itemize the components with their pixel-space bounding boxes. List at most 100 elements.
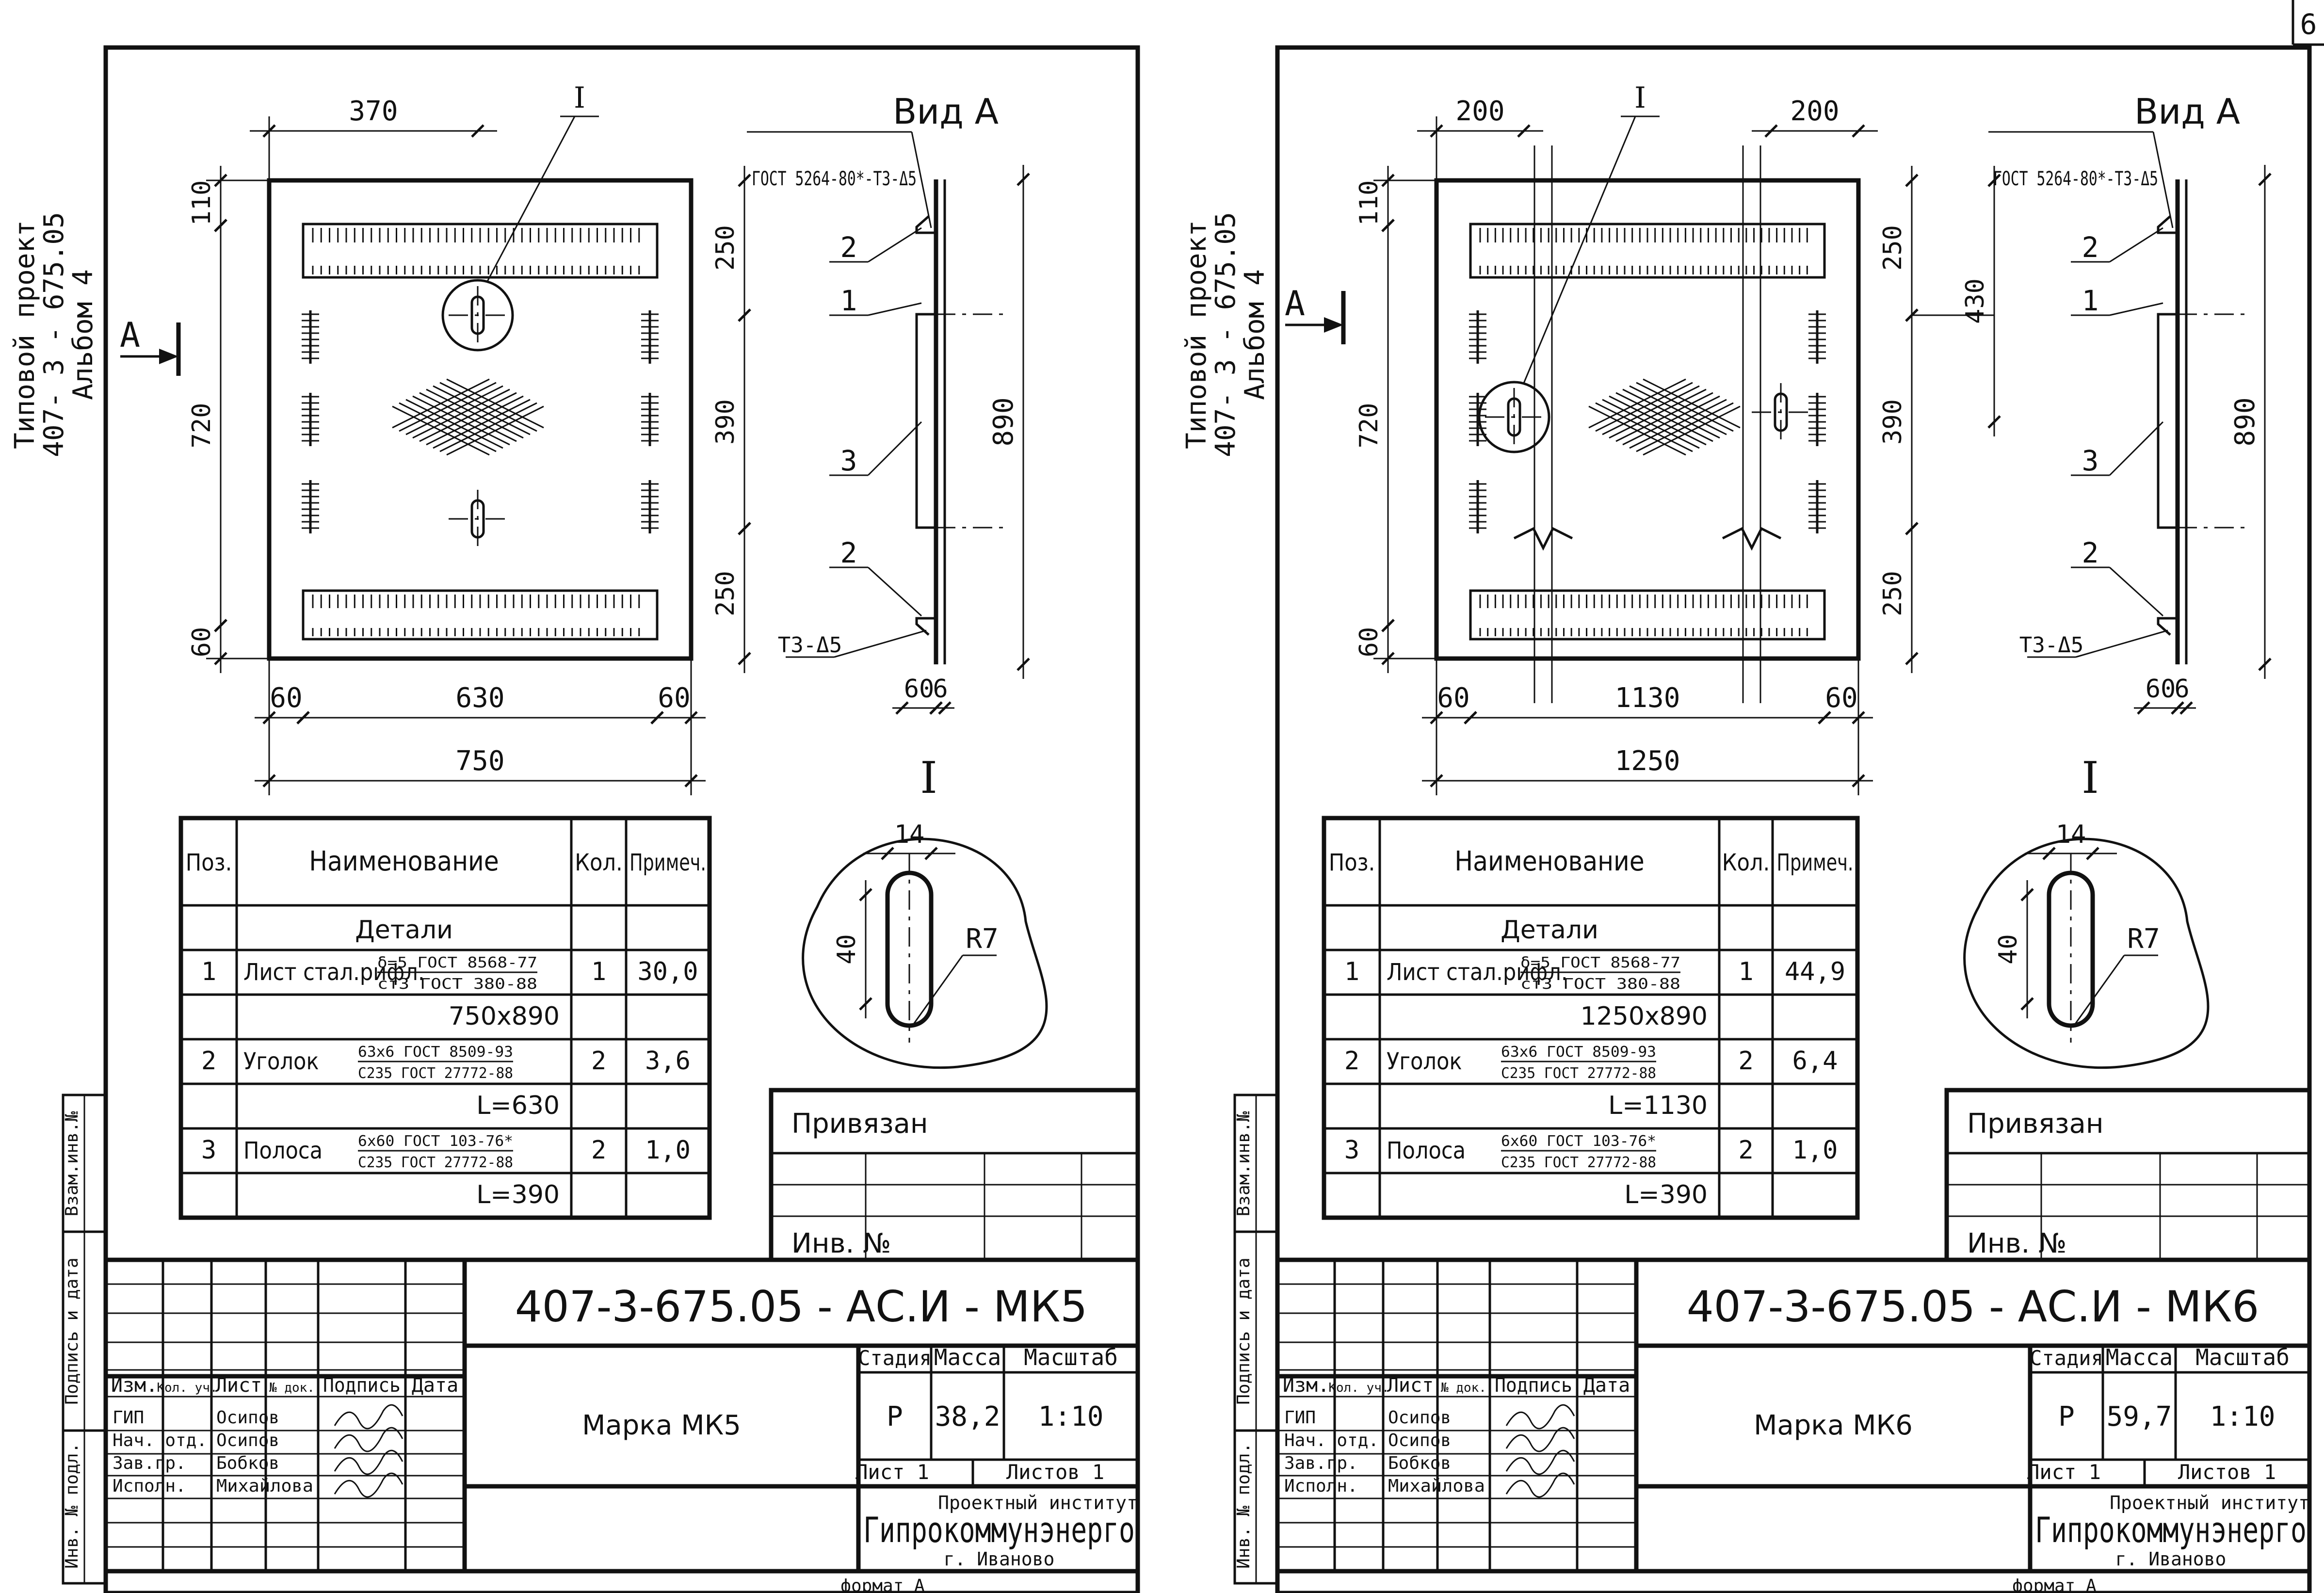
- dim-tick: [738, 522, 751, 535]
- dim-tick: [1818, 711, 1831, 724]
- document-code: 407-3-675.05 - АС.И - МК6: [1687, 1282, 2259, 1332]
- signature-mark: [1505, 1472, 1575, 1498]
- title-col-header: № док.: [269, 1381, 315, 1395]
- spec-pos: 3: [201, 1136, 216, 1165]
- radius-leader: [913, 955, 964, 1024]
- page-number: 6: [2300, 8, 2317, 41]
- spec-standard-top: δ=5 ГОСТ 8568-77: [377, 954, 537, 971]
- radius-leader: [2075, 955, 2125, 1024]
- dim-tick: [1987, 415, 2001, 429]
- node-leader-line: [1523, 116, 1636, 384]
- dim-bottom-left-value: 60: [1437, 682, 1469, 714]
- dim-view-height: 890: [988, 165, 1030, 679]
- dim-view-height-value: 890: [988, 397, 1019, 446]
- signature-mark: [1505, 1449, 1575, 1475]
- mass-header: Масса: [934, 1344, 1001, 1370]
- title-role: Зав.гр.: [1284, 1453, 1358, 1473]
- dim-tick: [924, 847, 938, 860]
- title-col-header: № док.: [1441, 1381, 1486, 1395]
- weld-leader: [911, 131, 932, 228]
- weld-note-top: ГОСТ 5264-80*-Т3-Δ5: [1993, 168, 2158, 190]
- dim-top-left: 200: [1417, 96, 1543, 138]
- position-label-4: 2: [2082, 536, 2099, 569]
- spec-qty: 1: [591, 957, 606, 986]
- weld-leader: [2152, 131, 2174, 228]
- node-circle: [1478, 381, 1550, 453]
- dim-bottom-total: 1250: [1422, 745, 1873, 788]
- dim-slot-width: 14: [863, 820, 955, 860]
- dim-left-mid-value: 720: [1355, 403, 1384, 449]
- hatch-line: [1615, 392, 1713, 442]
- dim-left-mid: 720: [1355, 211, 1395, 640]
- dim-tick: [2258, 658, 2272, 671]
- dim-right-mid: 390: [711, 301, 751, 543]
- hatch-line: [1629, 385, 1727, 435]
- spec-table-frame: [178, 816, 712, 1220]
- stage-value: Р: [887, 1401, 903, 1432]
- node-leader-line: [486, 116, 576, 282]
- spec-name: Уголок: [1387, 1048, 1462, 1075]
- title-col-header: Кол. уч.: [1328, 1381, 1389, 1395]
- weld-leader: [834, 629, 927, 658]
- dim-tick: [1905, 174, 1919, 187]
- position-leader: [868, 227, 922, 263]
- weld-leader: [2075, 629, 2168, 658]
- title-role: Нач. отд.: [113, 1431, 207, 1450]
- stamp-line-3: Альбом 4: [1239, 269, 1271, 400]
- dim-slot-height-value: 40: [1994, 934, 2023, 965]
- spec-name: Полоса: [1387, 1137, 1466, 1164]
- title-role: ГИП: [1284, 1408, 1316, 1428]
- dim-slot-height: 40: [1994, 880, 2034, 1018]
- side-box-label-inventory: Инв. № подл.: [1234, 1443, 1254, 1569]
- strip-profile: [2157, 313, 2179, 529]
- side-box-label-replaced: Взам.инв.№: [1234, 1111, 1254, 1216]
- dim-bottom-right-value: 60: [658, 682, 690, 714]
- node-label: I: [574, 81, 585, 115]
- dim-tick: [738, 174, 751, 187]
- spec-header: Примеч.: [1777, 849, 1854, 876]
- spec-pos: 3: [1344, 1136, 1359, 1165]
- dim-tick: [1017, 173, 1030, 186]
- stage-header: Стадия: [2030, 1346, 2103, 1370]
- position-label-2: 1: [840, 284, 857, 317]
- dim-right-bot-value: 250: [711, 571, 740, 616]
- dim-slot-height: 40: [832, 880, 872, 1018]
- title-role: Зав.гр.: [113, 1453, 186, 1473]
- title-col-header: Изм.: [111, 1374, 158, 1397]
- dim-tick: [2179, 701, 2193, 715]
- slot-radius: R7: [966, 923, 998, 955]
- dim-tick: [214, 219, 227, 232]
- spec-standard-bottom: С235 ГОСТ 27772-88: [1501, 1065, 1656, 1082]
- spec-standard-top: 63х6 ГОСТ 8509-93: [358, 1044, 513, 1061]
- title-person: Осипов: [216, 1431, 279, 1450]
- dim-tick: [1905, 652, 1919, 665]
- dim-left-bot-value: 60: [1355, 627, 1384, 658]
- spec-pos: 2: [1344, 1046, 1359, 1076]
- title-col-header: Лист: [215, 1374, 262, 1397]
- hatch-line: [446, 405, 544, 456]
- dim-tick: [1381, 219, 1395, 232]
- slot-holes: [441, 279, 514, 548]
- position-leader: [2109, 302, 2163, 316]
- view-a-title: Вид А: [2134, 91, 2240, 132]
- sheet-count: Листов 1: [2178, 1460, 2276, 1484]
- view-marker-a: А: [120, 315, 181, 376]
- dim-tick: [1905, 522, 1919, 535]
- spec-header: Примеч.: [629, 849, 706, 876]
- spec-dimension: L=630: [476, 1091, 560, 1120]
- title-person: Михайлова: [1388, 1476, 1485, 1496]
- dim-tick: [1764, 124, 1778, 138]
- dim-bottom-mid-value: 1130: [1615, 682, 1680, 714]
- dim-slot-width-value: 14: [2056, 820, 2086, 849]
- title-person: Бобков: [216, 1453, 279, 1473]
- dim-tick: [650, 711, 664, 724]
- dim-tick: [471, 124, 484, 138]
- dim-tick: [929, 701, 943, 715]
